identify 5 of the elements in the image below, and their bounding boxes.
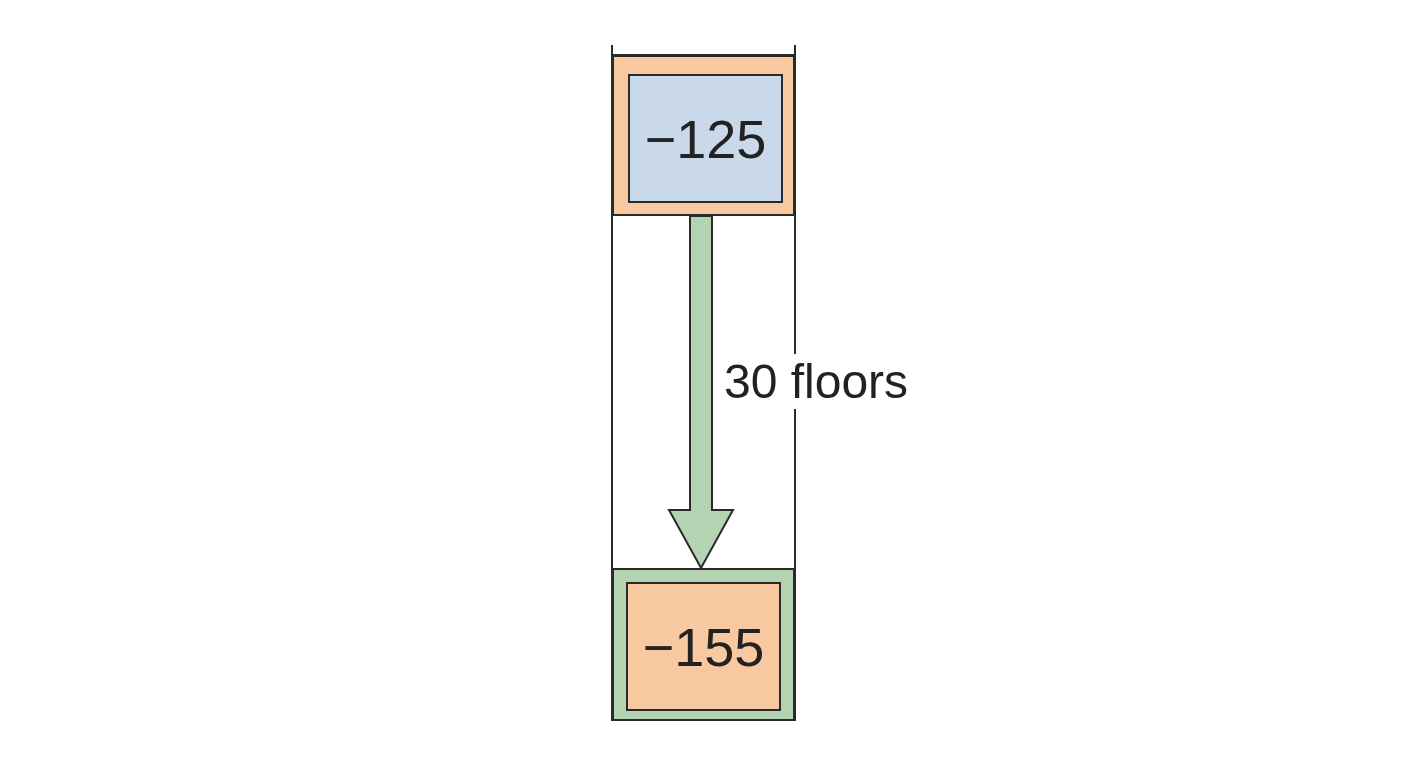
floor-number: −125 bbox=[628, 74, 783, 203]
floor-frame bbox=[612, 568, 795, 721]
floor-frame bbox=[612, 55, 795, 216]
arrow bbox=[667, 215, 735, 571]
floor-number: −155 bbox=[626, 582, 781, 711]
